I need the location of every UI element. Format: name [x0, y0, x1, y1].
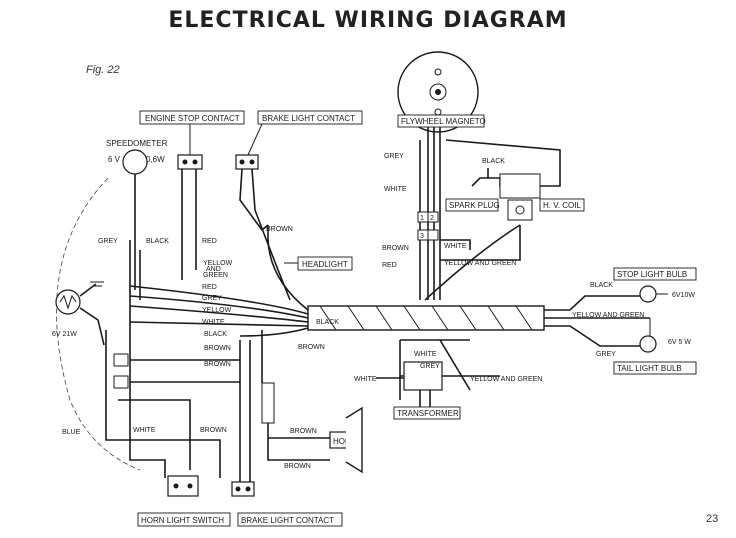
inline-connector: [261, 382, 275, 424]
wire-label-harness-white: WHITE: [202, 319, 225, 326]
wire-label-harness-red: RED: [202, 284, 217, 291]
horn: HORN: [329, 406, 363, 474]
wire-label-red-top: RED: [202, 238, 217, 245]
engine-stop-contact: ENGINE STOP CONTACT: [139, 110, 245, 280]
wire-label-brown-mid: BROWN: [204, 345, 231, 352]
spark-plug-label: SPARK PLUG: [449, 201, 500, 210]
wire-label-mag-black: BLACK: [482, 158, 505, 165]
stop-light-bulb-label: STOP LIGHT BULB: [617, 270, 687, 279]
brake-light-contact-bottom-label: BRAKE LIGHT CONTACT: [241, 516, 334, 525]
wire-label-brown-lower: BROWN: [204, 361, 231, 368]
speedometer-watt: 0,6W: [146, 155, 165, 164]
wire-label-tr-white-left: WHITE: [354, 376, 377, 383]
wire-label-brown-switch: BROWN: [200, 427, 227, 434]
headlight-bulb-rating: 6V 21W: [52, 331, 77, 338]
wire-label-harness-black: BLACK: [204, 331, 227, 338]
main-harness: [129, 225, 650, 347]
wire-label-tr-grey: GREY: [420, 363, 440, 370]
wire-label-yellow: YELLOW: [203, 260, 233, 267]
wire-label-white-lower: WHITE: [133, 427, 156, 434]
tail-light-bulb-label: TAIL LIGHT BULB: [617, 364, 682, 373]
terminal-3: 3: [420, 233, 424, 240]
figure-label: Fig. 22: [86, 64, 120, 76]
tail-light-bulb: 6V 5 W TAIL LIGHT BULB: [613, 318, 697, 375]
wire-label-mag-white2: WHITE: [444, 243, 467, 250]
wire-label-rear-grey: GREY: [596, 351, 616, 358]
speedometer-label: SPEEDOMETER: [106, 139, 168, 148]
wire-label-mag-brown: BROWN: [382, 245, 409, 252]
wire-label-mag-white: WHITE: [384, 186, 407, 193]
flywheel-magneto-label: FLYWHEEL MAGNETO: [401, 117, 486, 126]
magneto-terminal-strip: 1 2 3: [417, 211, 439, 241]
wire-label-rear-black: BLACK: [590, 282, 613, 289]
transformer: TRANSFORMER: [393, 339, 500, 420]
horn-label: HORN: [333, 437, 357, 446]
wire-label-harness-black-right: BLACK: [316, 319, 339, 326]
wire-label-tr-white: WHITE: [414, 351, 437, 358]
headlight: HEADLIGHT 6V 21W: [52, 256, 353, 346]
horn-light-switch: HORN LIGHT SWITCH: [137, 475, 231, 527]
wire-label-and: AND: [206, 266, 221, 273]
tail-light-rating: 6V 5 W: [668, 339, 691, 346]
headlight-housing-outline: [56, 177, 141, 471]
wire-label-harness-grey: GREY: [202, 295, 222, 302]
terminal-block-left: [105, 330, 240, 470]
speedometer: SPEEDOMETER 6 V 0,6W: [106, 139, 168, 290]
hv-coil-label: H. V. COIL: [543, 201, 581, 210]
wire-label-brown-top: BROWN: [266, 226, 293, 233]
brake-light-contact-top: BRAKE LIGHT CONTACT: [235, 110, 363, 301]
wire-label-green: GREEN: [203, 272, 228, 279]
wire-label-rear-yellow-green: YELLOW AND GREEN: [572, 312, 644, 319]
brake-light-contact-bottom: BRAKE LIGHT CONTACT: [231, 481, 343, 527]
wire-label-tr-yellow-green: YELLOW AND GREEN: [470, 376, 542, 383]
wire-label-mag-red: RED: [382, 262, 397, 269]
wire-label-blue: BLUE: [62, 429, 81, 436]
speedometer-voltage: 6 V: [108, 155, 121, 164]
headlight-label: HEADLIGHT: [302, 260, 348, 269]
wire-label-brown-horn1: BROWN: [290, 428, 317, 435]
wire-label-mag-grey: GREY: [384, 153, 404, 160]
transformer-label: TRANSFORMER: [397, 409, 459, 418]
stop-light-rating: 6V10W: [672, 292, 695, 299]
spark-plug-hv-coil: SPARK PLUG H. V. COIL: [445, 168, 585, 221]
page-number: 23: [706, 513, 719, 525]
horn-light-switch-label: HORN LIGHT SWITCH: [141, 516, 224, 525]
engine-stop-contact-label: ENGINE STOP CONTACT: [145, 114, 240, 123]
diagram-title: ELECTRICAL WIRING DIAGRAM: [168, 8, 568, 33]
wire-label-black-left: BLACK: [146, 238, 169, 245]
wire-label-grey-left: GREY: [98, 238, 118, 245]
wire-label-brown-connector: BROWN: [298, 344, 325, 351]
wire-label-mag-yellow-green: YELLOW AND GREEN: [444, 260, 516, 267]
wire-label-brown-horn2: BROWN: [284, 463, 311, 470]
wire-label-harness-yellow: YELLOW: [202, 307, 232, 314]
stop-light-bulb: STOP LIGHT BULB 6V10W: [613, 267, 697, 303]
terminal-1: 1: [420, 215, 424, 222]
brake-light-contact-top-label: BRAKE LIGHT CONTACT: [262, 114, 355, 123]
terminal-2: 2: [430, 215, 434, 222]
